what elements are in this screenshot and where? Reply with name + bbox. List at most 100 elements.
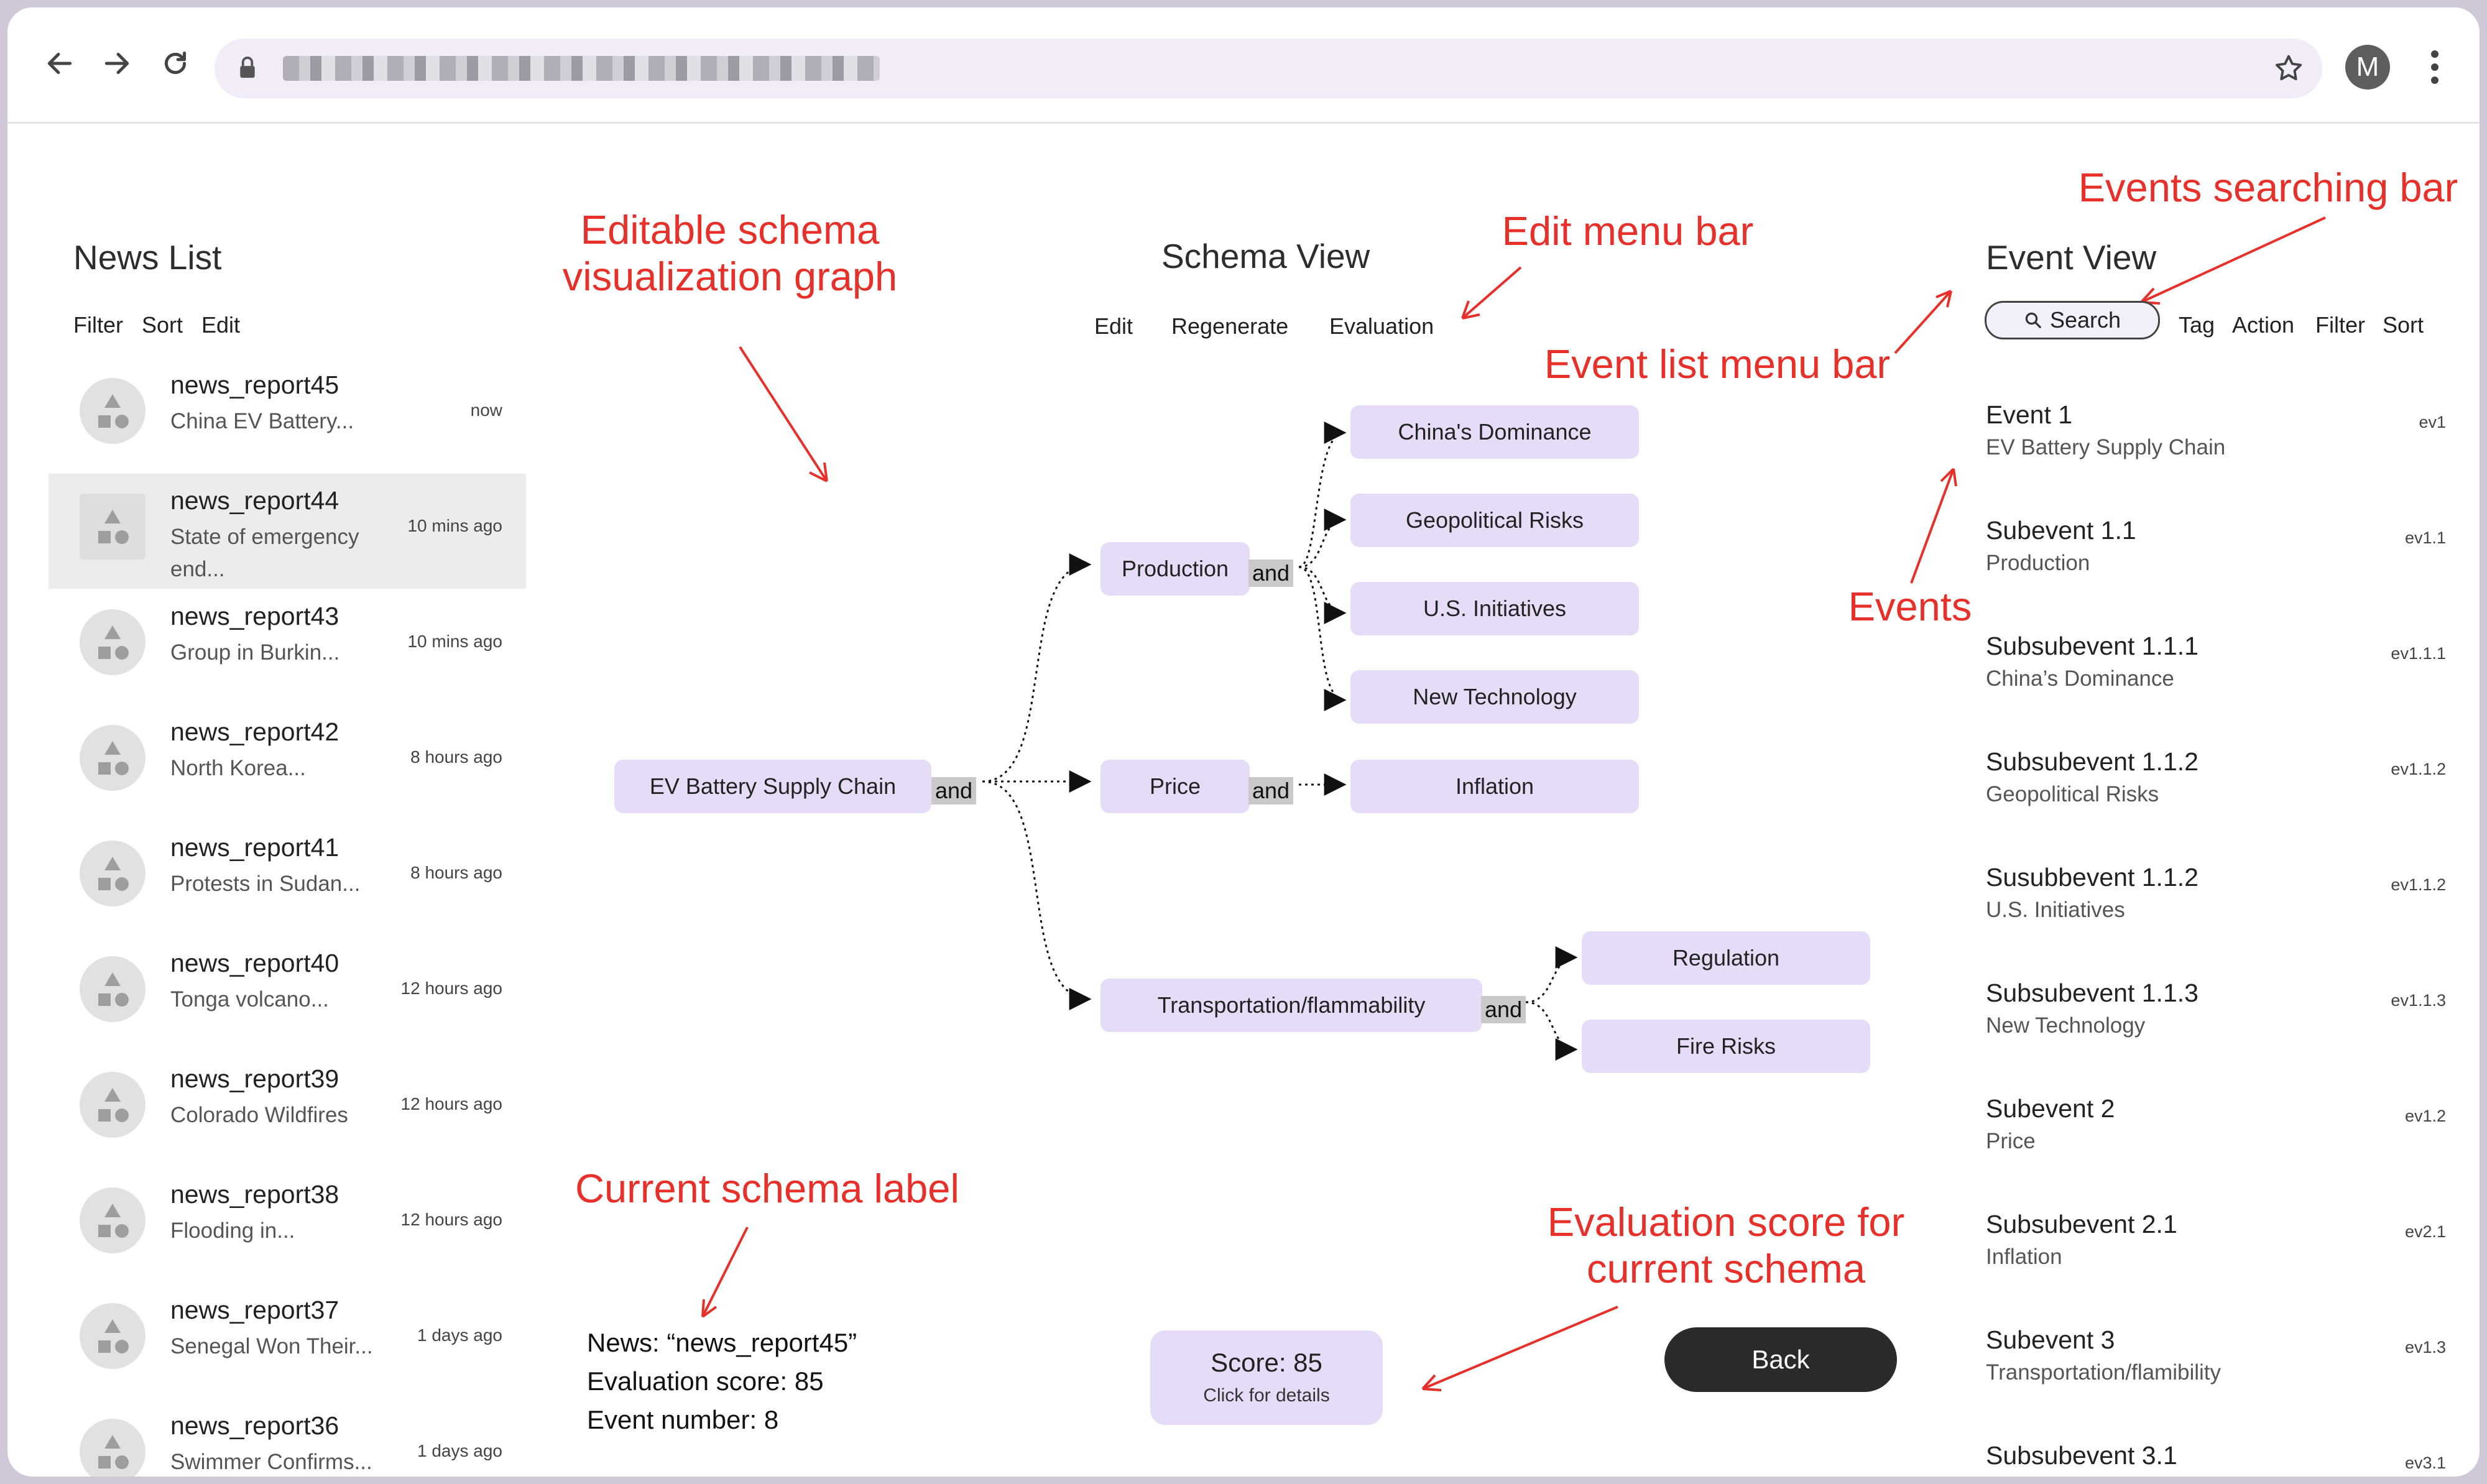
event-id: ev1.1.2	[2391, 760, 2446, 778]
node-us-initiatives[interactable]: U.S. Initiatives	[1350, 582, 1639, 635]
annotation-events-search: Events searching bar	[2078, 165, 2458, 210]
news-title: news_report38	[170, 1180, 339, 1209]
annotation-graph: Editable schema visualization graph	[562, 207, 898, 299]
news-title: news_report40	[170, 949, 339, 977]
news-time: 12 hours ago	[400, 1094, 502, 1113]
schema-regenerate-menu[interactable]: Regenerate	[1171, 313, 1289, 339]
node-chinas-dominance[interactable]: China's Dominance	[1350, 405, 1639, 459]
event-tag-menu[interactable]: Tag	[2179, 312, 2215, 338]
annotation-edit-menu: Edit menu bar	[1502, 208, 1754, 254]
news-subtitle: Senegal Won Their...	[170, 1334, 373, 1358]
news-subtitle: State of emergency end...	[170, 525, 359, 581]
forward-arrow-icon[interactable]	[92, 39, 142, 88]
search-label: Search	[2049, 307, 2121, 333]
news-title: news_report39	[170, 1064, 339, 1093]
node-ev-battery-supply-chain[interactable]: EV Battery Supply Chain	[614, 760, 931, 813]
annotation-events: Events	[1848, 584, 1972, 629]
news-thumbnail-icon	[80, 1303, 145, 1369]
current-schema-score: Evaluation score: 85	[587, 1366, 824, 1396]
annotation-current-label: Current schema label	[575, 1166, 959, 1211]
news-title: news_report43	[170, 602, 339, 630]
event-id: ev1.1.2	[2391, 875, 2446, 894]
news-title: news_report36	[170, 1411, 339, 1440]
news-subtitle: China EV Battery...	[170, 409, 354, 433]
event-title: Subsubevent 1.1.1	[1986, 632, 2199, 660]
and-connector[interactable]: and	[1248, 560, 1294, 587]
profile-avatar[interactable]: M	[2345, 45, 2390, 90]
event-id: ev1.2	[2404, 1107, 2446, 1125]
node-geopolitical-risks[interactable]: Geopolitical Risks	[1350, 494, 1639, 547]
more-vert-icon[interactable]	[2427, 48, 2442, 89]
and-connector[interactable]: and	[931, 777, 977, 804]
event-subtitle: EV Battery Supply Chain	[1986, 435, 2226, 459]
event-search-button[interactable]: Search	[1985, 301, 2160, 339]
back-button[interactable]: Back	[1664, 1327, 1897, 1392]
bookmark-star-icon[interactable]	[2272, 52, 2305, 88]
current-schema-news: News: “news_report45”	[587, 1328, 857, 1357]
node-fire-risks[interactable]: Fire Risks	[1582, 1020, 1870, 1073]
score-hint: Click for details	[1203, 1385, 1330, 1406]
news-time: 8 hours ago	[410, 747, 502, 767]
node-inflation[interactable]: Inflation	[1350, 760, 1639, 813]
news-time: 1 days ago	[417, 1441, 502, 1460]
node-regulation[interactable]: Regulation	[1582, 931, 1870, 985]
node-transportation-flammability[interactable]: Transportation/flammability	[1100, 979, 1482, 1032]
news-list-title: News List	[73, 238, 222, 277]
event-sort-menu[interactable]: Sort	[2383, 312, 2424, 338]
schema-evaluation-menu[interactable]: Evaluation	[1329, 313, 1434, 339]
score-card[interactable]: Score: 85 Click for details	[1150, 1330, 1383, 1425]
annotation-event-list-menu: Event list menu bar	[1544, 341, 1891, 387]
current-schema-event-number: Event number: 8	[587, 1405, 779, 1434]
news-time: 1 days ago	[417, 1325, 502, 1345]
browser-window: M News List Filter Sort Edit news_report…	[7, 7, 2480, 1477]
news-filter-menu[interactable]: Filter	[73, 312, 123, 338]
event-subtitle: U.S. Initiatives	[1986, 898, 2125, 922]
news-thumbnail-icon	[80, 841, 145, 906]
event-title: Subevent 2	[1986, 1094, 2115, 1123]
event-title: Event 1	[1986, 400, 2073, 429]
news-sort-menu[interactable]: Sort	[142, 312, 183, 338]
news-subtitle: Protests in Sudan...	[170, 872, 361, 896]
reload-icon[interactable]	[150, 39, 200, 88]
news-title: news_report44	[170, 486, 339, 515]
event-subtitle: Geopolitical Risks	[1986, 782, 2159, 806]
back-arrow-icon[interactable]	[35, 39, 85, 88]
news-subtitle: Swimmer Confirms...	[170, 1450, 372, 1474]
schema-view-title: Schema View	[1161, 237, 1370, 275]
and-connector[interactable]: and	[1481, 996, 1526, 1023]
annotation-eval-score: Evaluation score for current schema	[1547, 1199, 1905, 1291]
event-filter-menu[interactable]: Filter	[2315, 312, 2365, 338]
schema-edit-menu[interactable]: Edit	[1094, 313, 1133, 339]
and-connector[interactable]: and	[1248, 777, 1294, 804]
news-title: news_report41	[170, 833, 339, 862]
news-time: 10 mins ago	[407, 516, 502, 535]
node-new-technology[interactable]: New Technology	[1350, 670, 1639, 724]
address-bar[interactable]	[215, 39, 2322, 98]
news-thumbnail-icon	[80, 1419, 145, 1477]
event-action-menu[interactable]: Action	[2232, 312, 2295, 338]
event-id: ev3.1	[2404, 1454, 2446, 1472]
node-production[interactable]: Production	[1100, 542, 1250, 596]
node-price[interactable]: Price	[1100, 760, 1250, 813]
news-edit-menu[interactable]: Edit	[201, 312, 241, 338]
